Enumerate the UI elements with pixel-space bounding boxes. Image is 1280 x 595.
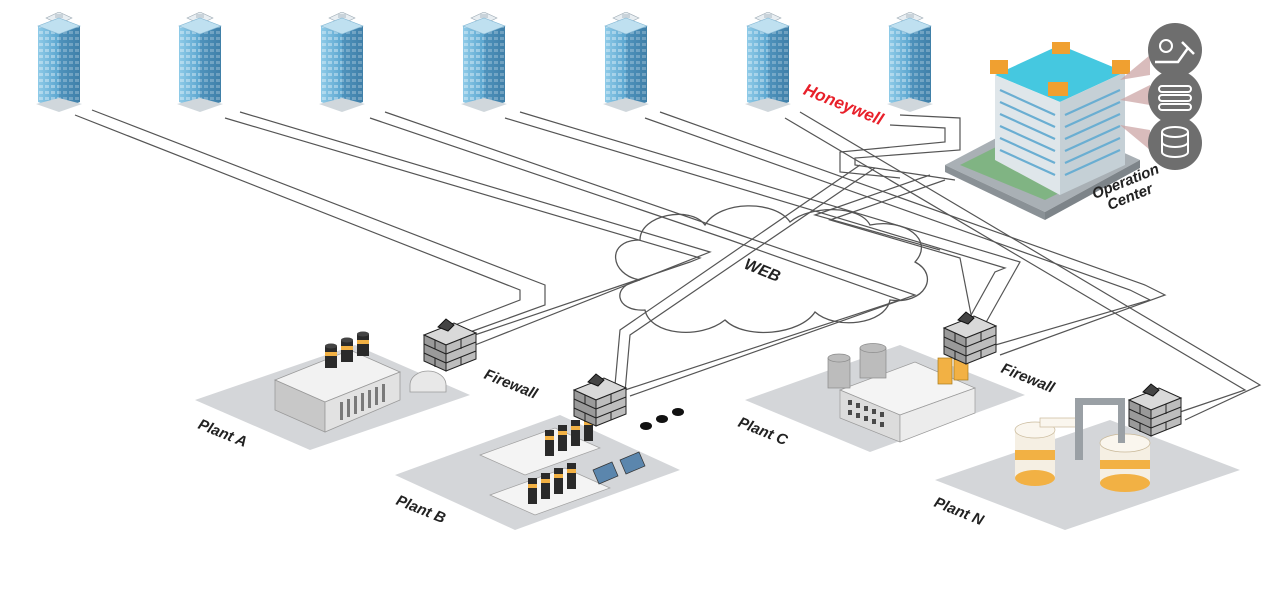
firewall-icon [1128,383,1182,437]
plant-n [935,398,1240,530]
server-icon [1148,70,1202,124]
office-tower-icon [744,12,792,112]
office-towers [35,12,934,112]
firewall-icon [423,318,477,372]
office-tower-icon [176,12,224,112]
plant-b [395,415,680,530]
office-tower-icon [318,12,366,112]
firewall-icon [573,373,627,427]
office-tower-icon [35,12,83,112]
firewall-icon [943,311,997,365]
engineer-icon [1148,23,1202,77]
plant-a [195,331,470,450]
operation-center-building [945,42,1150,220]
more-plants-dots [640,408,684,430]
office-tower-icon [886,12,934,112]
office-tower-icon [602,12,650,112]
office-tower-icon [460,12,508,112]
connection-lines [74,109,1262,421]
database-icon [1148,116,1202,170]
web-cloud [615,205,928,334]
plant-c [745,343,1025,452]
